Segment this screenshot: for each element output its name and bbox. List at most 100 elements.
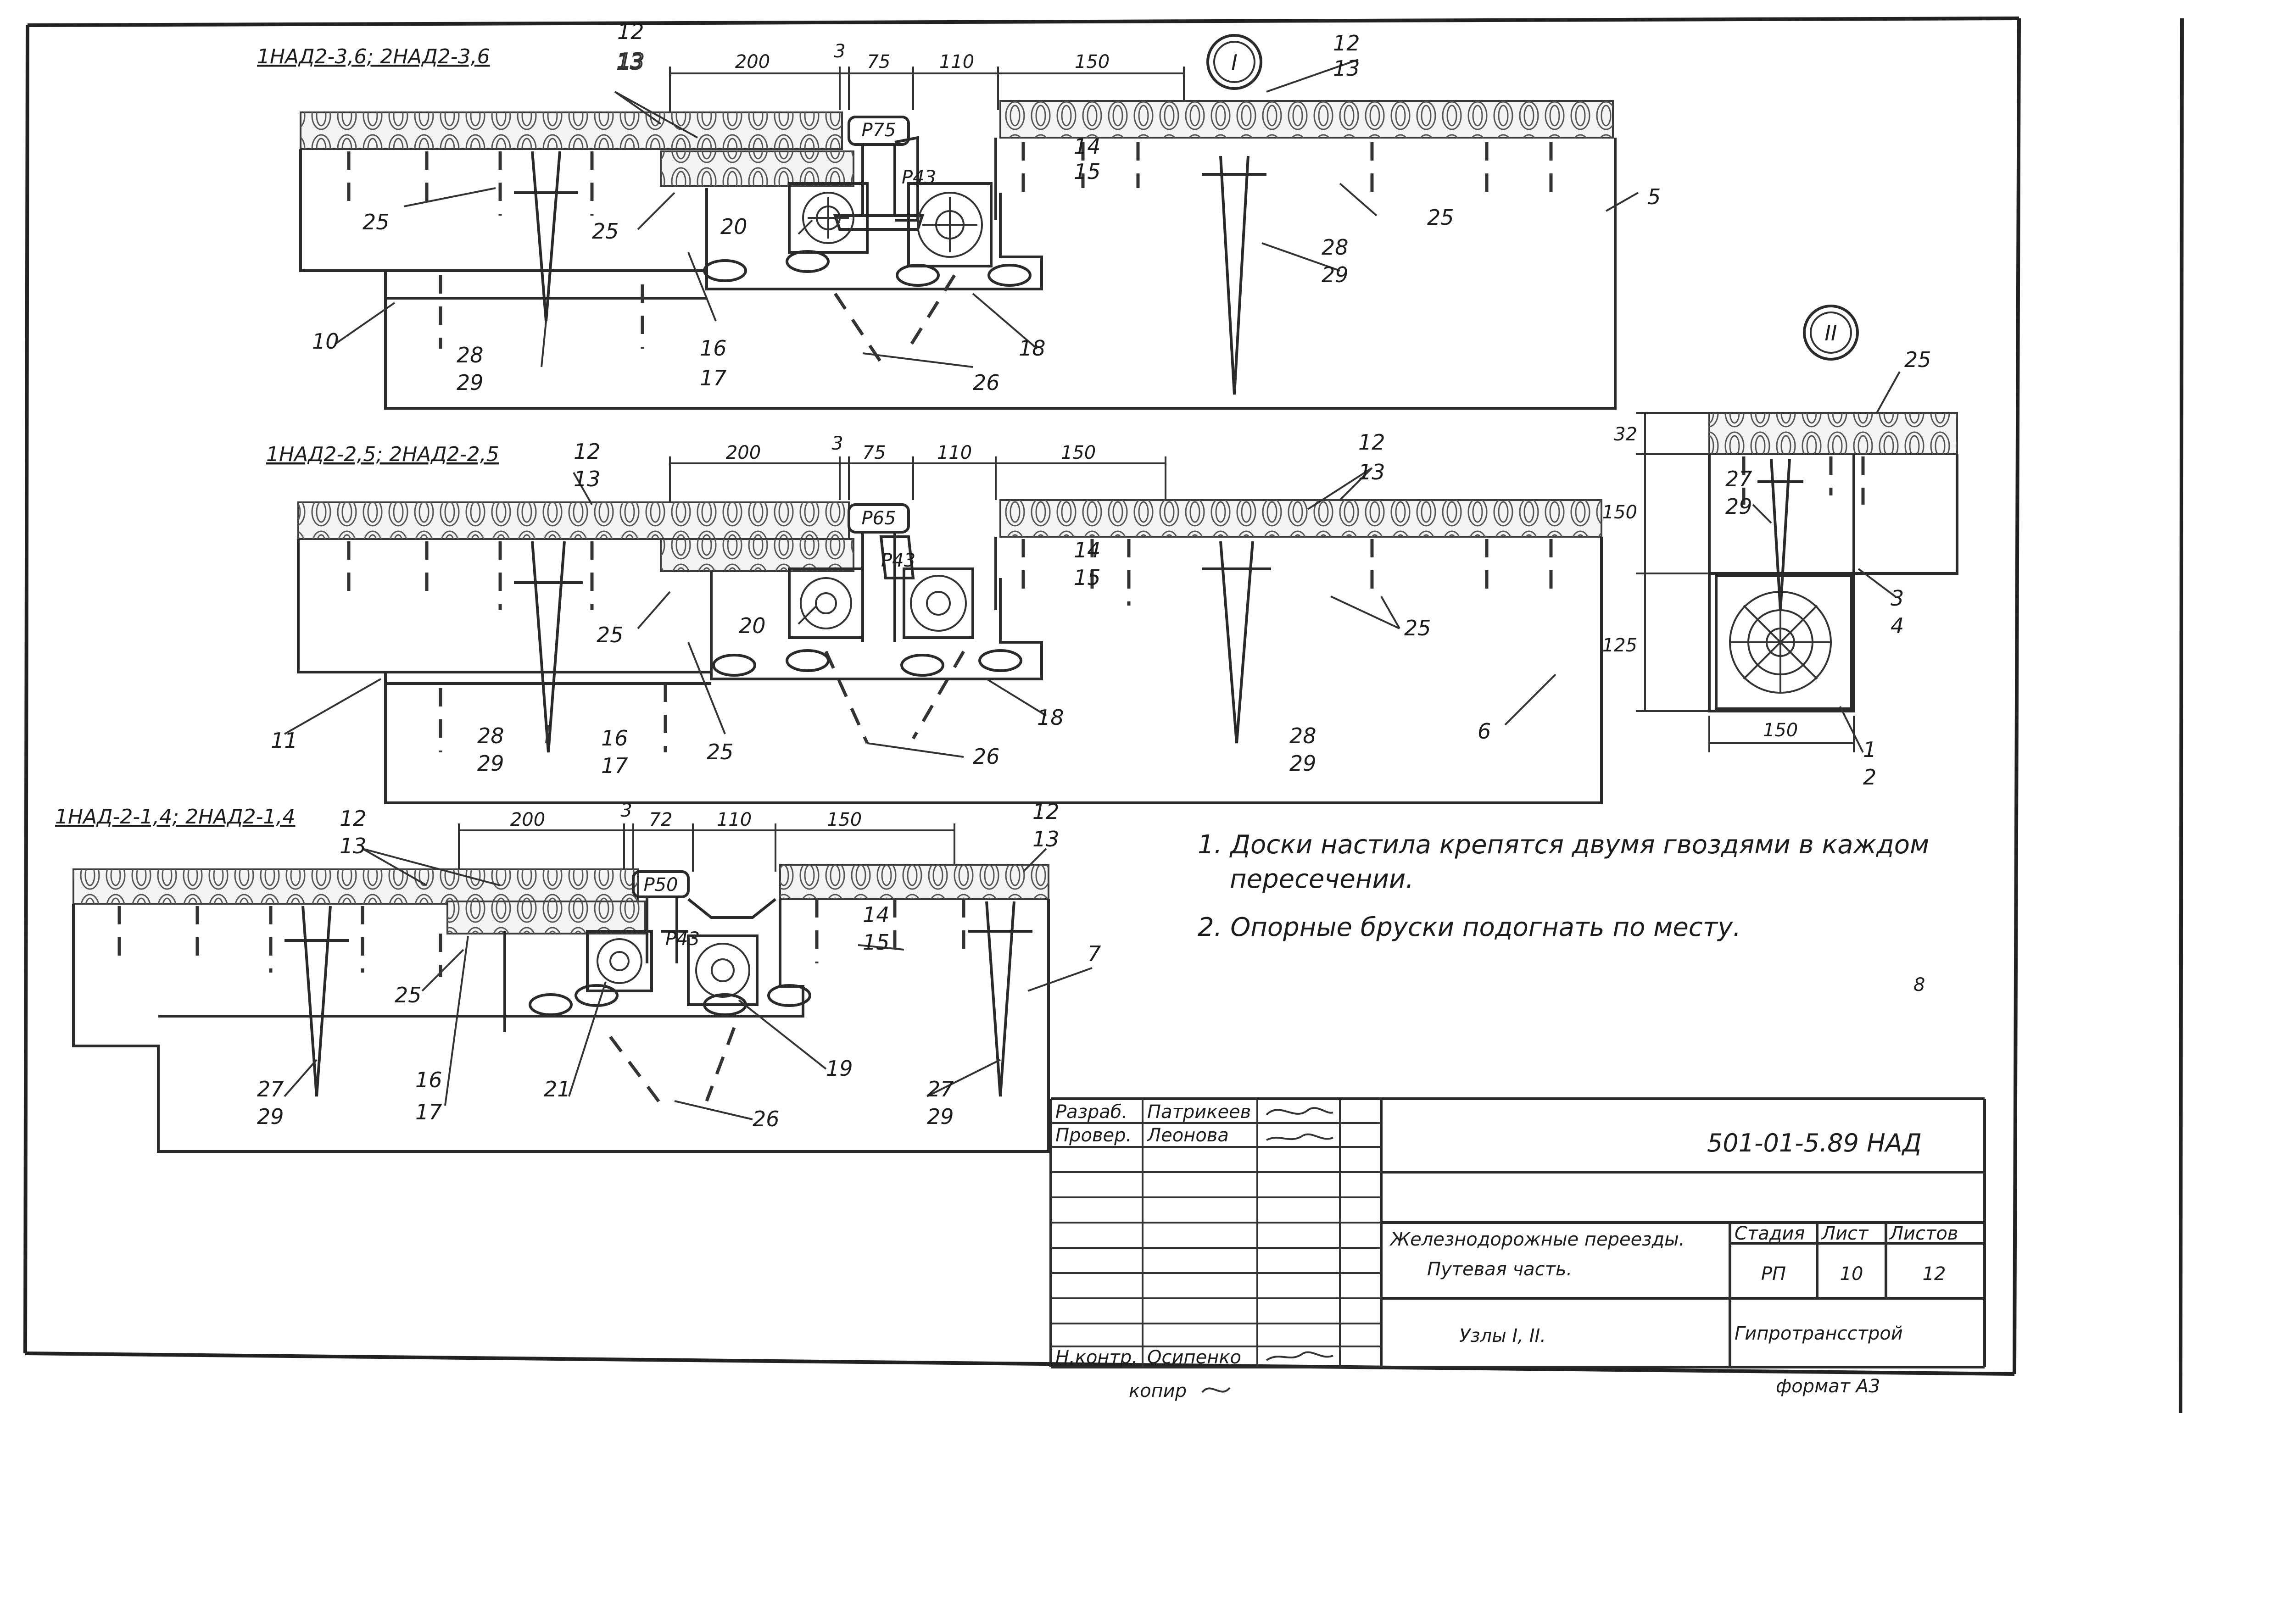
section-1-label-25b: 25: [592, 219, 619, 244]
title-block-role-checker: Провер.: [1055, 1125, 1132, 1146]
sheet-border: [23, 17, 2184, 1413]
section-2-header: 1НАД2-2,5; 2НАД2-2,5: [266, 443, 499, 466]
title-block-role-normcontrol: Н.контр.: [1055, 1347, 1138, 1368]
section-2-label-14: 14: [1074, 538, 1101, 562]
node-detail-label-2: 2: [1863, 765, 1876, 790]
title-block-role-developer: Разраб.: [1055, 1101, 1127, 1123]
detail-mark-2-label: II: [1824, 321, 1837, 345]
section-2-label-25a: 25: [597, 623, 624, 647]
section-3-label-7: 7: [1088, 941, 1101, 966]
section-3-dim-200: 200: [510, 809, 545, 830]
section-1-sleeper-end-1: [788, 182, 869, 254]
section-2-label-29a: 29: [477, 751, 504, 776]
section-1-label-14: 14: [1074, 134, 1101, 159]
section-1-label-12b: 12: [1333, 31, 1360, 56]
section-3-dim-150: 150: [827, 809, 862, 830]
title-block-sheet: 10: [1840, 1263, 1863, 1285]
section-2-dim-3: 3: [831, 433, 843, 454]
section-3-label-27b: 27: [927, 1077, 954, 1101]
section-2: 1НАД2-2,5; 2НАД2-2,5 200 3 75 110 150 Р6…: [266, 430, 1603, 804]
section-2-label-18: 18: [1037, 705, 1064, 730]
section-3-label-29a: 29: [257, 1104, 284, 1129]
section-2-sleeper-end-1: [788, 567, 864, 639]
section-3-sleeper-end-2: [687, 934, 759, 1006]
section-1-sleeper-end-2: [907, 182, 993, 267]
section-2-deck-left-grain: [298, 502, 849, 539]
section-2-label-16: 16: [601, 726, 628, 751]
section-1-label-28b: 28: [1322, 235, 1349, 260]
node-detail-label-27: 27: [1725, 467, 1752, 491]
section-1-leaders: [334, 59, 1639, 368]
section-1: 1НАД2-3,6; 2НАД2-3,6 200 3 75 110 150 Р7…: [257, 19, 1661, 410]
section-1-label-12a: 12: [617, 19, 644, 44]
section-3-label-21: 21: [544, 1077, 571, 1101]
section-2-rail-p43: Р43: [879, 535, 997, 610]
section-1-spikes: [347, 142, 1553, 395]
note-1-continued: пересечении.: [1230, 864, 1414, 894]
section-3-dim-72: 72: [649, 809, 673, 830]
notes: 1. Доски настила крепятся двумя гвоздями…: [1198, 830, 1929, 942]
section-3-rail-b-label: Р43: [665, 929, 700, 950]
section-3-spikes: [117, 899, 1032, 1112]
section-2-label-13b: 13: [1358, 460, 1385, 484]
node-detail-dim-125: 125: [1602, 635, 1637, 656]
title-block-title-line-1: Железнодорожные переезды.: [1389, 1229, 1685, 1250]
section-1-label-17: 17: [700, 366, 727, 390]
title-block-name-normcontrol: Осипенко: [1147, 1347, 1241, 1368]
section-2-dim-150: 150: [1061, 442, 1096, 463]
title-block: Разраб. Патрикеев Провер. Леонова Н.конт…: [1049, 1097, 1986, 1368]
section-3-header: 1НАД-2-1,4; 2НАД2-1,4: [55, 805, 296, 829]
section-2-label-12a: 12: [574, 439, 601, 464]
section-3-label-12b: 12: [1032, 799, 1060, 824]
section-1-dim-110: 110: [939, 51, 974, 72]
detail-mark-1: I: [1206, 34, 1262, 90]
section-3-label-26: 26: [753, 1107, 780, 1131]
signature-checker: [1266, 1133, 1333, 1141]
section-1-label-25a: 25: [363, 210, 390, 234]
section-3-label-19: 19: [826, 1056, 853, 1081]
title-block-sheets: 12: [1923, 1263, 1946, 1285]
section-2-label-6: 6: [1478, 719, 1491, 744]
section-2-spikes: [347, 539, 1553, 753]
title-block-name-checker: Леонова: [1146, 1125, 1229, 1146]
section-2-label-26: 26: [973, 744, 1000, 769]
footer-format: формат А3: [1776, 1376, 1880, 1397]
node-detail-spike: [1757, 458, 1803, 611]
section-1-label-28a: 28: [457, 343, 484, 367]
section-2-label-25c: 25: [1404, 616, 1431, 640]
section-1-deck-right-grain: [1000, 101, 1613, 138]
section-1-label-20: 20: [720, 214, 747, 239]
section-3-label-17: 17: [415, 1100, 442, 1124]
title-block-organization: Гипротрансстрой: [1735, 1323, 1903, 1344]
title-block-name-developer: Патрикеев: [1147, 1101, 1251, 1123]
section-1-label-18: 18: [1019, 336, 1046, 361]
section-2-label-15: 15: [1074, 565, 1101, 590]
section-3-label-29b: 29: [927, 1104, 954, 1129]
node-detail-timber-end: [1715, 574, 1853, 710]
node-detail-label-4: 4: [1891, 613, 1904, 638]
section-1-label-13a: 13: [617, 49, 644, 74]
signature-normcontrol: [1266, 1351, 1333, 1361]
section-2-label-12b: 12: [1358, 430, 1385, 455]
section-3-rail-bed: [503, 899, 804, 1018]
section-3-rail-a-label: Р50: [643, 874, 678, 895]
section-3-label-27a: 27: [257, 1077, 284, 1101]
section-2-label-28b: 28: [1289, 723, 1316, 748]
node-detail-label-29: 29: [1725, 494, 1752, 519]
section-1-label-16: 16: [700, 336, 727, 361]
section-1-rail-a-label: Р75: [861, 120, 896, 141]
section-1-dim-75: 75: [867, 51, 891, 72]
section-3-base-outline: [72, 899, 1050, 1153]
section-2-label-29b: 29: [1289, 751, 1316, 776]
section-1-base-outline: [299, 138, 1617, 410]
section-1-header: 1НАД2-3,6; 2НАД2-3,6: [257, 45, 490, 68]
section-2-label-25b: 25: [707, 740, 734, 764]
section-1-label-13b: 13: [1333, 56, 1360, 81]
section-1-label-25c: 25: [1427, 205, 1454, 230]
section-3-rail-p50: Р50: [632, 870, 690, 963]
section-3-label-14: 14: [863, 902, 890, 927]
section-2-base-outline: [297, 537, 1603, 804]
section-3-sleeper-end-1: [586, 930, 653, 992]
section-2-deck-right-grain: [1000, 500, 1601, 537]
